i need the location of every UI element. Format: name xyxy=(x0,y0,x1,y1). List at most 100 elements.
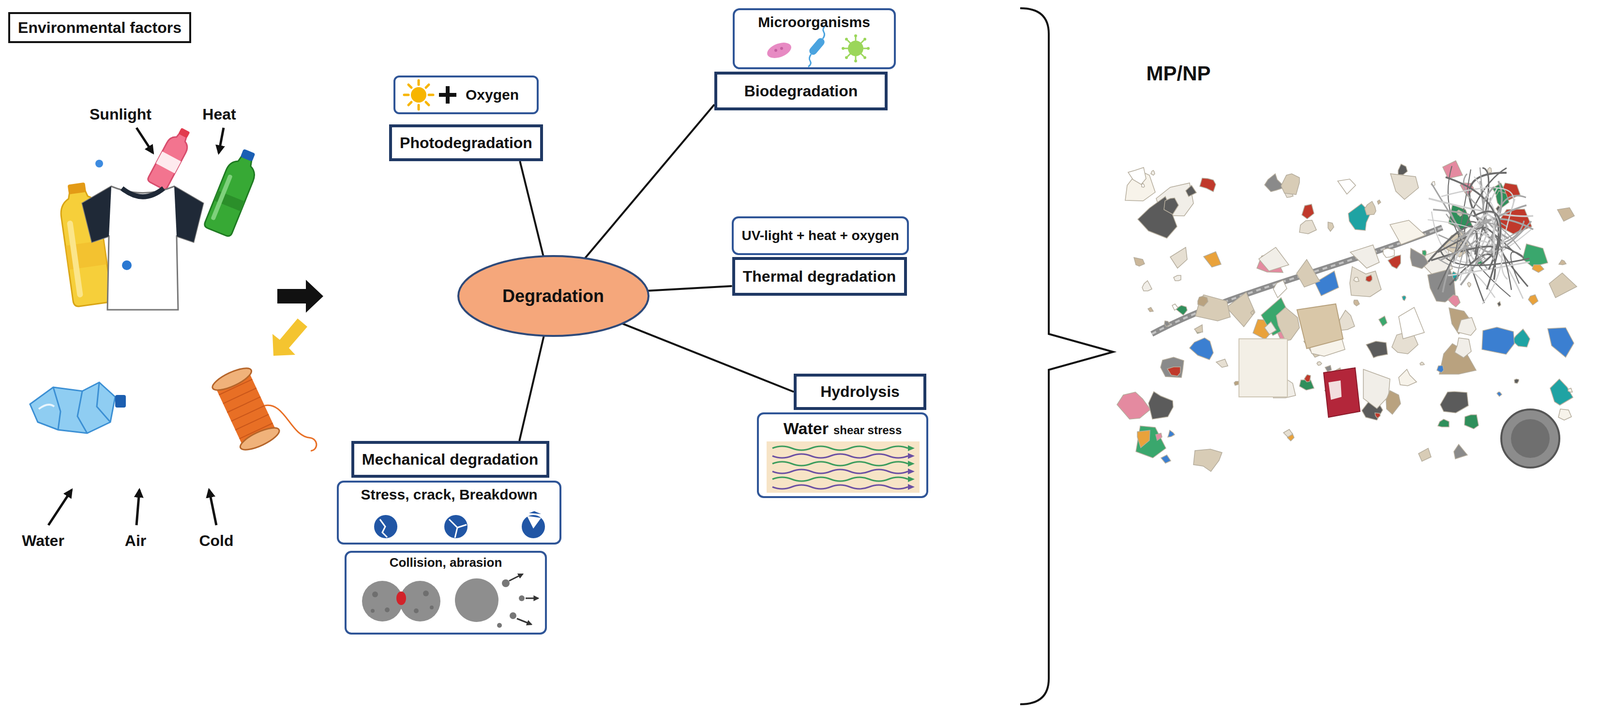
block-arrow xyxy=(277,279,324,313)
plus-sign xyxy=(445,86,450,104)
microbe-icon xyxy=(847,40,864,57)
microbe-icon xyxy=(860,40,864,44)
collision-picture xyxy=(525,597,539,600)
microbe-icon xyxy=(855,36,857,41)
plus-sign xyxy=(438,86,457,104)
plastic-fragment xyxy=(1167,430,1175,438)
collision-picture xyxy=(413,608,419,614)
factor-label: Water xyxy=(21,531,65,550)
fiber-tangle xyxy=(1448,261,1530,276)
microbe-icon xyxy=(845,37,848,41)
connector-line xyxy=(647,286,733,291)
collision-picture xyxy=(422,590,429,597)
plastic-fragment xyxy=(1449,271,1459,282)
heading-box: Environmental factors xyxy=(8,12,192,44)
crushed-bottle xyxy=(30,382,126,434)
fiber-tangle xyxy=(1446,233,1502,247)
thread-spool xyxy=(209,351,319,478)
cycle-arrow xyxy=(272,318,308,356)
collision-picture xyxy=(479,606,484,612)
fiber-tangle xyxy=(1431,183,1488,269)
green-bottle xyxy=(213,190,245,212)
plastic-fragment xyxy=(1549,272,1577,298)
shear-flow-picture xyxy=(772,469,908,474)
microbe-icon xyxy=(854,34,858,38)
node-text: Oxygen xyxy=(465,86,519,104)
plastic-fragment xyxy=(1550,378,1573,406)
plastic-fragment xyxy=(1517,215,1523,221)
plastic-fragment xyxy=(1173,275,1181,281)
plastic-fragment xyxy=(1193,449,1223,472)
agent-box: Oxygen xyxy=(393,75,539,115)
plastic-fragment xyxy=(1234,381,1239,386)
collision-picture xyxy=(370,589,484,614)
bottle-cap xyxy=(95,159,104,168)
factor-label: Air xyxy=(124,531,147,550)
plastic-fragment xyxy=(1391,332,1419,354)
plastic-fragment xyxy=(1170,247,1188,269)
plastic-fragment xyxy=(1303,338,1335,358)
plastic-fragment xyxy=(1348,203,1371,231)
plastic-fragment xyxy=(1547,327,1574,358)
fiber-tangle xyxy=(1471,187,1498,262)
sun-icon xyxy=(417,105,421,110)
plastic-fragment xyxy=(1128,167,1147,185)
factor-arrow xyxy=(48,127,224,526)
plastic-fragment xyxy=(1431,260,1440,269)
microbe-icon xyxy=(863,37,867,41)
fiber-tangle xyxy=(1448,166,1511,297)
fiber-tangle xyxy=(1510,251,1523,284)
shear-flow-picture xyxy=(772,477,908,482)
agent-box: Microorganisms xyxy=(732,8,896,70)
plastic-fragment xyxy=(1558,408,1572,421)
fiber-tangle xyxy=(1464,221,1515,303)
sun-icon xyxy=(404,93,409,97)
factor-arrow xyxy=(136,489,140,526)
plastic-fragment xyxy=(1437,419,1450,427)
fiber-tangle xyxy=(1456,222,1521,280)
plastic-fragment xyxy=(1167,366,1181,377)
plastic-fragment xyxy=(1508,435,1526,460)
fiber-tangle xyxy=(1438,234,1486,259)
fiber-tangle xyxy=(1453,214,1495,264)
plastic-fragment xyxy=(1194,324,1203,333)
rope-piece xyxy=(1151,227,1443,334)
plastic-fragment xyxy=(1296,259,1320,287)
plastic-fragment xyxy=(1137,196,1178,239)
plastic-fragment xyxy=(1458,211,1464,217)
shear-flow-picture xyxy=(907,452,915,459)
plastic-fragment xyxy=(1333,346,1338,352)
collision-picture xyxy=(468,589,475,596)
shear-flow-picture xyxy=(772,461,908,466)
crack-icon xyxy=(527,515,542,529)
plastic-fragment xyxy=(1349,266,1382,297)
node-text: Degradation xyxy=(502,286,604,306)
thread-spool xyxy=(215,371,277,447)
microbe-icon xyxy=(847,53,851,57)
thread-spool xyxy=(223,388,257,404)
yellow-bottle xyxy=(57,181,113,308)
sun-icon xyxy=(428,93,434,97)
process-box: Thermal degradation xyxy=(732,256,907,296)
crushed-bottle xyxy=(115,394,126,408)
plastic-fragment xyxy=(1514,378,1519,384)
curly-bracket xyxy=(1020,8,1114,705)
fiber-tangle xyxy=(1460,181,1502,286)
fiber-tangle xyxy=(1501,246,1528,287)
crack-icon xyxy=(457,524,467,528)
node-text: Microorganisms xyxy=(757,14,871,31)
plastic-fragment xyxy=(1377,199,1381,205)
t-shirt xyxy=(82,186,204,310)
plastic-fragment xyxy=(1325,365,1332,372)
thread-spool xyxy=(226,396,261,413)
fiber-tangle xyxy=(1431,246,1495,266)
shear-flow-picture xyxy=(907,460,915,467)
fiber-tangle xyxy=(1465,241,1524,299)
sun-icon xyxy=(408,84,412,88)
plastic-fragment xyxy=(1160,357,1184,378)
plastic-fragment xyxy=(1137,430,1150,448)
thread-spool xyxy=(237,423,283,454)
plastic-fragment xyxy=(1476,259,1484,265)
crushed-bottle xyxy=(77,391,88,434)
plastic-fragment xyxy=(1324,305,1328,312)
